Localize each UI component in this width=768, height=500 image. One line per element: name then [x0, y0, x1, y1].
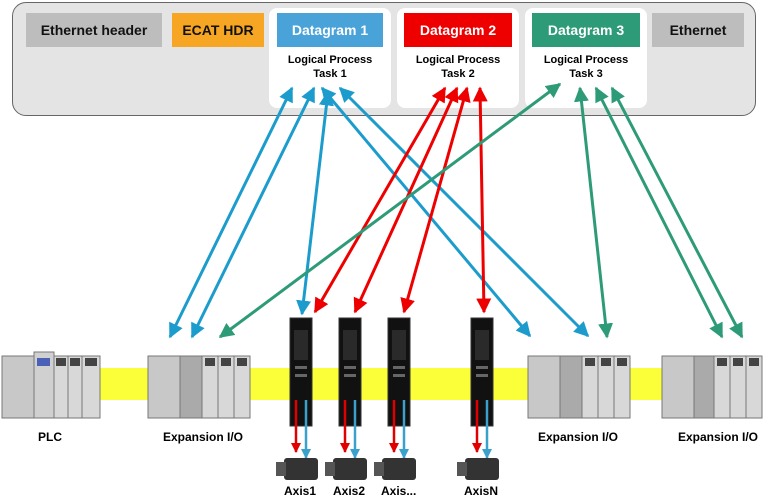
plc-device — [1, 351, 101, 419]
expansion-io-2 — [527, 355, 631, 419]
datagram-1-header: Datagram 1 — [277, 13, 383, 47]
datagram-3-header: Datagram 3 — [532, 13, 640, 47]
plc-label: PLC — [38, 430, 62, 444]
expansion-io-3 — [661, 355, 763, 419]
motor-1 — [276, 458, 318, 480]
datagram-1-arrows — [168, 86, 590, 339]
task-3-line-2: Task 3 — [569, 68, 603, 80]
task-1-label: Logical Process Task 1 — [277, 53, 383, 81]
datagram-2-arrows — [313, 86, 492, 314]
axis-2-label: Axis2 — [333, 484, 366, 498]
motor-cables — [291, 400, 492, 459]
task-3-line-1: Logical Process — [543, 54, 629, 66]
task-2-label: Logical Process Task 2 — [404, 53, 512, 81]
motor-2 — [325, 458, 367, 480]
expansion-io-1 — [147, 355, 251, 419]
servo-drive-1 — [289, 317, 313, 427]
expansion-io-1-label: Expansion I/O — [163, 430, 244, 444]
axis-1-label: Axis1 — [284, 484, 317, 498]
motor-n — [457, 458, 499, 480]
task-2-line-2: Task 2 — [441, 68, 475, 80]
ethernet-header-segment: Ethernet header — [26, 13, 162, 47]
motor-3 — [374, 458, 416, 480]
task-1-line-1: Logical Process — [287, 54, 373, 66]
servo-drive-n — [470, 317, 494, 427]
expansion-io-3-label: Expansion I/O — [678, 430, 759, 444]
ethernet-trailer-segment: Ethernet — [652, 13, 744, 47]
datagram-3-arrows — [218, 82, 744, 339]
axis-n-label: AxisN — [464, 484, 499, 498]
expansion-io-2-label: Expansion I/O — [538, 430, 619, 444]
task-3-label: Logical Process Task 3 — [532, 53, 640, 81]
task-2-line-1: Logical Process — [415, 54, 501, 66]
servo-drive-3 — [387, 317, 411, 427]
ecat-hdr-segment: ECAT HDR — [172, 13, 264, 47]
axis-3-label: Axis... — [381, 484, 417, 498]
servo-drive-2 — [338, 317, 362, 427]
datagram-2-header: Datagram 2 — [404, 13, 512, 47]
task-1-line-2: Task 1 — [313, 68, 347, 80]
